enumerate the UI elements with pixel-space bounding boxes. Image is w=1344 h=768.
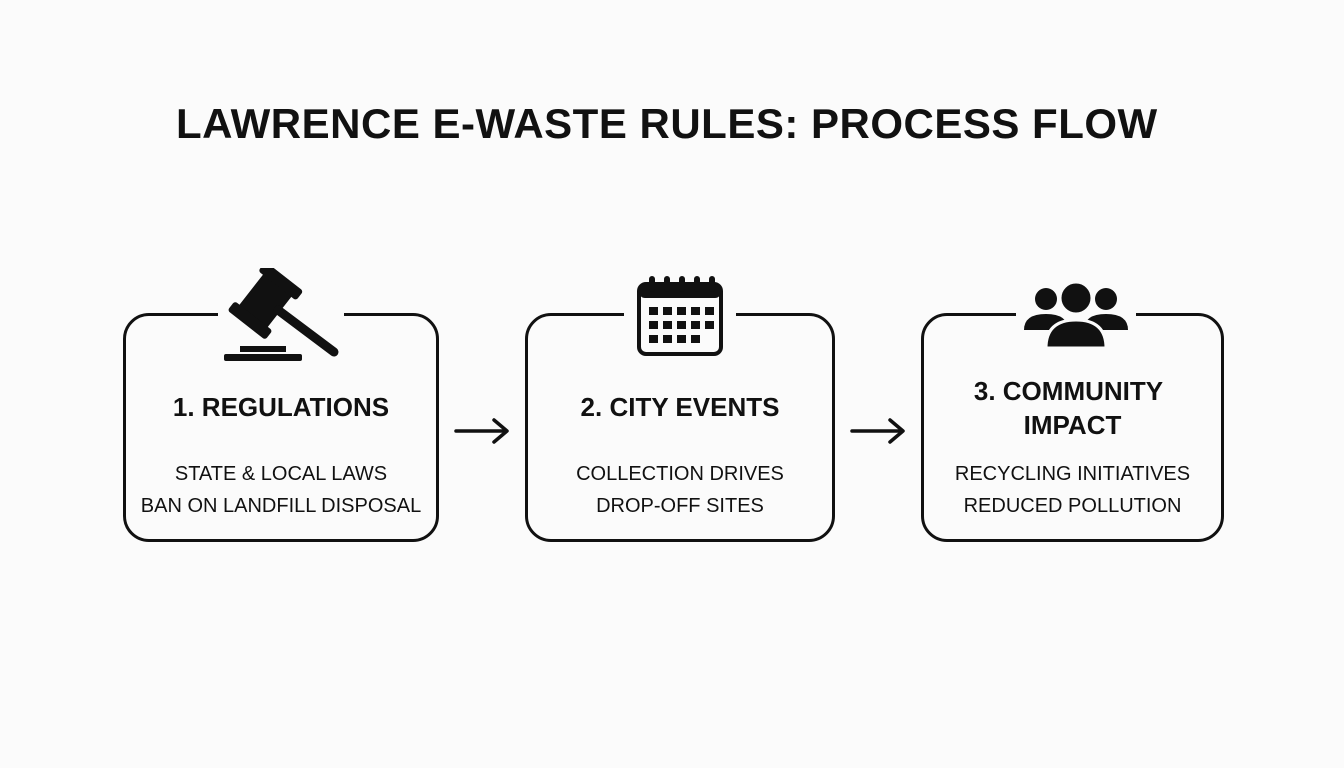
arrow-right-icon — [454, 418, 509, 444]
step-details: COLLECTION DRIVES DROP-OFF SITES — [528, 458, 832, 522]
step-details: STATE & LOCAL LAWS BAN ON LANDFILL DISPO… — [126, 458, 436, 522]
gavel-icon — [218, 262, 344, 364]
step-detail-line: BAN ON LANDFILL DISPOSAL — [140, 495, 422, 517]
step-heading: 1. REGULATIONS — [172, 392, 390, 422]
step-detail-line: RECYCLING INITIATIVES — [954, 463, 1191, 485]
arrow-right-icon — [850, 418, 905, 444]
step-card-city-events: 2. CITY EVENTS COLLECTION DRIVES DROP-OF… — [525, 313, 835, 542]
page-title: LAWRENCE E-WASTE RULES: PROCESS FLOW — [176, 100, 1158, 147]
step-detail-line: COLLECTION DRIVES — [576, 463, 784, 485]
step-heading: 2. CITY EVENTS — [580, 392, 780, 422]
people-icon — [1016, 280, 1136, 352]
step-heading: 3. COMMUNITY IMPACT — [924, 374, 1221, 442]
calendar-icon — [624, 274, 736, 360]
step-heading-line: IMPACT — [1023, 410, 1122, 440]
step-detail-line: STATE & LOCAL LAWS — [174, 463, 388, 485]
step-heading-line: 3. COMMUNITY — [973, 376, 1164, 406]
step-details: RECYCLING INITIATIVES REDUCED POLLUTION — [924, 458, 1221, 522]
step-detail-line: DROP-OFF SITES — [596, 495, 764, 517]
step-detail-line: REDUCED POLLUTION — [963, 495, 1182, 517]
